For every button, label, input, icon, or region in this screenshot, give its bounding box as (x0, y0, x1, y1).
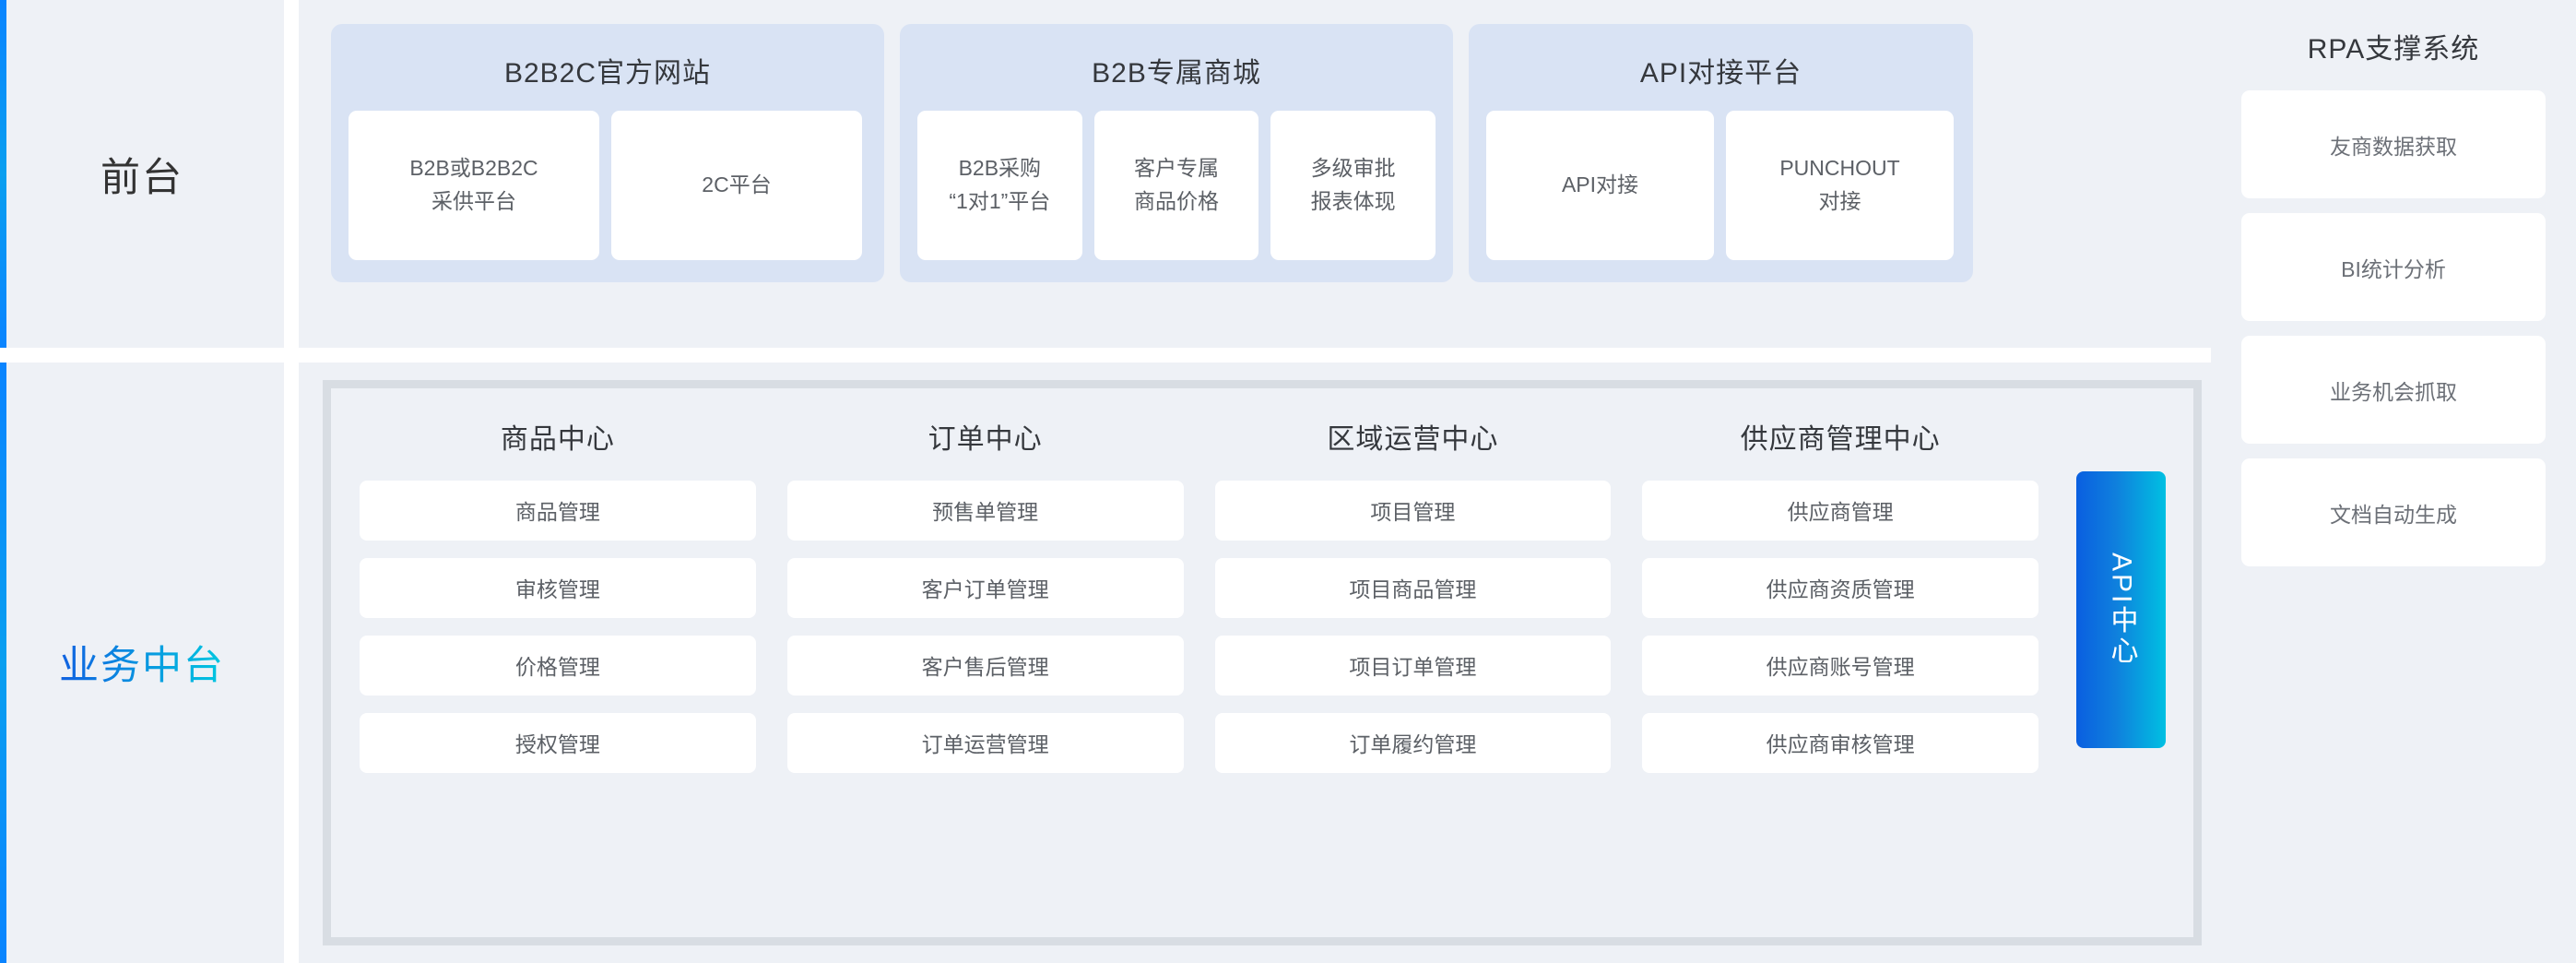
center-title-region: 区域运营中心 (1327, 423, 1499, 455)
label-gap (284, 0, 299, 349)
rpa-card[interactable]: 业务机会抓取 (2241, 336, 2546, 444)
rpa-title: RPA支撑系统 (2307, 34, 2480, 65)
group-cards-b2b2c-site: B2B或B2B2C 采供平台 2C平台 (349, 111, 867, 260)
front-card[interactable]: B2B采购 “1对1”平台 (917, 111, 1082, 260)
rpa-card[interactable]: 友商数据获取 (2241, 90, 2546, 198)
center-card[interactable]: 供应商账号管理 (1642, 635, 2038, 696)
front-card-line: PUNCHOUT (1779, 156, 1900, 181)
front-card-line: 采供平台 (431, 189, 516, 213)
front-card-line: 报表体现 (1310, 189, 1396, 213)
center-card[interactable]: 预售单管理 (786, 480, 1184, 541)
center-column-region: 区域运营中心 项目管理 项目商品管理 项目订单管理 订单履约管理 (1203, 409, 1624, 791)
center-title-supplier: 供应商管理中心 (1740, 423, 1941, 455)
group-title-b2b2c-site: B2B2C官方网站 (503, 58, 712, 89)
middle-platform-panel: 商品中心 商品管理 审核管理 价格管理 授权管理 订单中心 预售单管理 客户订单… (323, 379, 2202, 945)
center-column-supplier: 供应商管理中心 供应商管理 供应商资质管理 供应商账号管理 供应商审核管理 (1630, 409, 2050, 791)
row-divider (0, 348, 2576, 363)
front-card-line: 客户专属 (1134, 156, 1219, 181)
center-card[interactable]: 价格管理 (360, 635, 756, 696)
front-card-line: B2B或B2B2C (409, 156, 538, 181)
center-title-product: 商品中心 (500, 423, 615, 455)
api-center-label: API中心 (2106, 553, 2137, 667)
row-label-front: 前台 (0, 0, 284, 349)
center-column-order: 订单中心 预售单管理 客户订单管理 客户售后管理 订单运营管理 (775, 409, 1196, 791)
rpa-support-column: RPA支撑系统 友商数据获取 BI统计分析 业务机会抓取 文档自动生成 (2211, 0, 2576, 963)
front-groups: B2B2C官方网站 B2B或B2B2C 采供平台 2C平台 (299, 24, 1973, 282)
group-b2b-mall: B2B专属商城 B2B采购 “1对1”平台 客户专属 商品价格 (900, 24, 1453, 282)
center-card[interactable]: 客户售后管理 (786, 635, 1184, 696)
center-columns: 商品中心 商品管理 审核管理 价格管理 授权管理 订单中心 预售单管理 客户订单… (348, 388, 2193, 791)
rpa-card[interactable]: 文档自动生成 (2241, 458, 2546, 566)
front-card[interactable]: PUNCHOUT 对接 (1726, 111, 1954, 260)
center-card[interactable]: 订单运营管理 (786, 712, 1184, 773)
label-gap (284, 362, 299, 963)
center-card[interactable]: 订单履约管理 (1214, 712, 1612, 773)
center-card[interactable]: 商品管理 (360, 480, 756, 541)
front-card-line: 2C平台 (702, 172, 772, 197)
front-card[interactable]: B2B或B2B2C 采供平台 (349, 111, 599, 260)
center-card[interactable]: 项目订单管理 (1214, 635, 1612, 696)
group-b2b2c-site: B2B2C官方网站 B2B或B2B2C 采供平台 2C平台 (331, 24, 884, 282)
group-cards-b2b-mall: B2B采购 “1对1”平台 客户专属 商品价格 (917, 111, 1436, 260)
front-card-line: 多级审批 (1310, 156, 1396, 181)
center-card[interactable]: 项目管理 (1214, 480, 1612, 541)
center-card[interactable]: 供应商审核管理 (1642, 712, 2038, 773)
group-api-platform: API对接平台 API对接 PUNCHOUT 对接 (1469, 24, 1973, 282)
front-card[interactable]: API对接 (1486, 111, 1714, 260)
front-content: B2B2C官方网站 B2B或B2B2C 采供平台 2C平台 (299, 0, 2211, 349)
center-card[interactable]: 项目商品管理 (1214, 557, 1612, 618)
row-label-middle-text: 业务中台 (59, 634, 225, 691)
row-label-front-text: 前台 (100, 155, 183, 200)
center-card[interactable]: 授权管理 (360, 712, 756, 773)
front-card[interactable]: 多级审批 报表体现 (1270, 111, 1436, 260)
group-cards-api-platform: API对接 PUNCHOUT 对接 (1486, 111, 1956, 260)
group-title-api-platform: API对接平台 (1639, 58, 1802, 89)
rpa-card[interactable]: BI统计分析 (2241, 213, 2546, 321)
center-card[interactable]: 审核管理 (360, 557, 756, 618)
group-title-b2b-mall: B2B专属商城 (1092, 58, 1261, 89)
front-row: 前台 B2B2C官方网站 B2B或B2B2C 采供平台 (0, 0, 2576, 349)
front-card[interactable]: 客户专属 商品价格 (1093, 111, 1259, 260)
api-center-panel[interactable]: API中心 (2076, 470, 2166, 748)
front-card-line: “1对1”平台 (949, 189, 1051, 213)
center-card[interactable]: 供应商资质管理 (1642, 557, 2038, 618)
center-card[interactable]: 供应商管理 (1642, 480, 2038, 541)
center-title-order: 订单中心 (928, 423, 1043, 455)
front-card-line: 商品价格 (1134, 189, 1219, 213)
middle-platform-row: 业务中台 商品中心 商品管理 审核管理 价格管理 授权管理 订单中心 (0, 362, 2576, 963)
row-label-middle: 业务中台 (0, 362, 284, 963)
middle-content: 商品中心 商品管理 审核管理 价格管理 授权管理 订单中心 预售单管理 客户订单… (299, 362, 2211, 963)
front-card[interactable]: 2C平台 (611, 111, 862, 260)
front-card-line: B2B采购 (958, 156, 1042, 181)
center-column-product: 商品中心 商品管理 审核管理 价格管理 授权管理 (348, 409, 768, 791)
front-card-line: 对接 (1818, 189, 1861, 213)
center-card[interactable]: 客户订单管理 (786, 557, 1184, 618)
front-card-line: API对接 (1561, 172, 1639, 197)
